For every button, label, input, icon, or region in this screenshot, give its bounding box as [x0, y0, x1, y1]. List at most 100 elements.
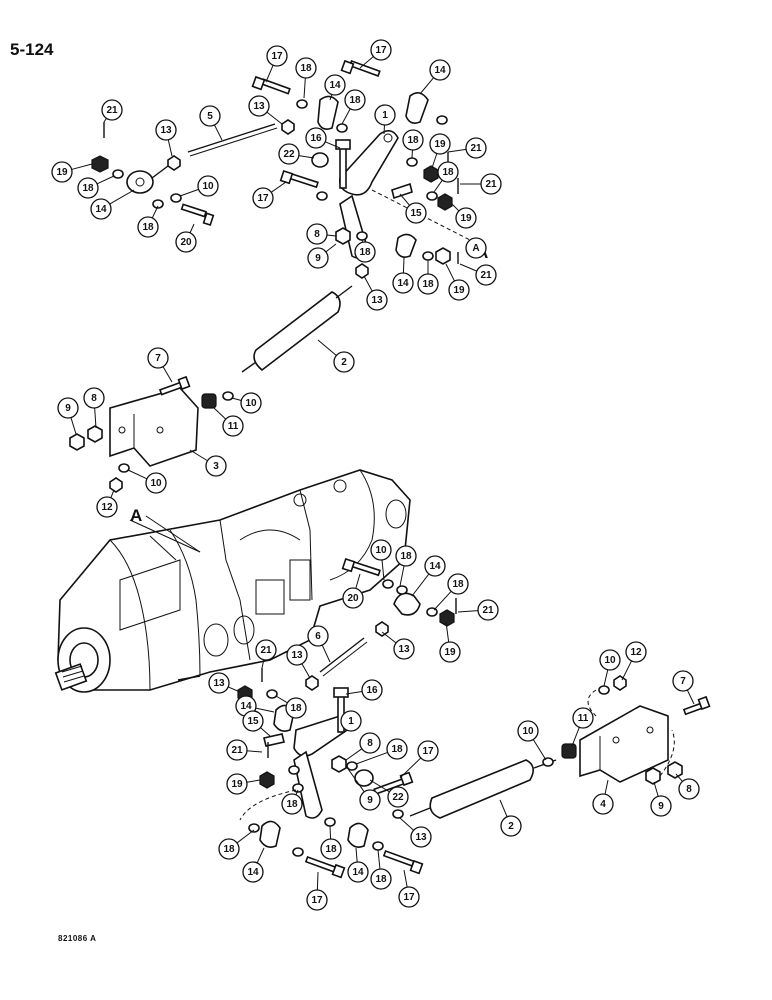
callout-leader — [236, 829, 255, 844]
callout-circle — [395, 545, 417, 567]
washer-22-upper — [311, 152, 329, 168]
callout-label: 14 — [329, 80, 341, 91]
callout-leader — [329, 825, 332, 840]
callout-8: 8 — [306, 223, 337, 245]
callout-8: 8 — [345, 732, 381, 761]
callout-circle — [480, 173, 502, 195]
callout-circle — [175, 231, 197, 253]
callout-circle — [359, 732, 381, 754]
callout-circle — [51, 161, 73, 183]
washer-10-right — [542, 757, 554, 767]
callout-10: 10 — [127, 469, 167, 494]
callout-19: 19 — [226, 773, 261, 795]
callout-label: 1 — [348, 716, 354, 727]
callout-label: 18 — [442, 167, 454, 178]
callout-leader — [403, 869, 408, 888]
callout-leader — [653, 781, 659, 797]
bracket-4-assembly — [542, 675, 711, 785]
callout-2: 2 — [317, 339, 355, 373]
callout-circle — [255, 639, 277, 661]
callout-21: 21 — [447, 137, 487, 159]
callout-circle — [324, 74, 346, 96]
callout-circle — [155, 119, 177, 141]
callout-13: 13 — [286, 644, 311, 679]
reference-a-lower: A — [130, 506, 142, 525]
callout-leader — [255, 707, 275, 713]
callout-circle — [424, 555, 446, 577]
callout-label: 16 — [366, 685, 378, 696]
callout-18: 18 — [402, 129, 424, 159]
callout-leader — [399, 193, 410, 206]
callout-label: 19 — [434, 139, 446, 150]
washer-18-left — [112, 169, 124, 179]
callout-label: 17 — [403, 892, 415, 903]
callout-label: 7 — [155, 353, 161, 364]
callout-15: 15 — [399, 193, 427, 224]
lower-linkage-assembly — [177, 558, 557, 879]
callout-label: 10 — [375, 545, 387, 556]
callout-label: 18 — [223, 844, 235, 855]
callout-circle — [398, 886, 420, 908]
callout-circle — [83, 387, 105, 409]
callout-label: 10 — [202, 181, 214, 192]
callout-label: 10 — [150, 478, 162, 489]
callout-label: 19 — [453, 285, 465, 296]
callout-8: 8 — [675, 773, 700, 800]
callout-circle — [242, 710, 264, 732]
callout-circle — [197, 175, 219, 197]
callout-circle — [242, 861, 264, 883]
callout-circle — [307, 625, 329, 647]
callout-label: 2 — [341, 357, 347, 368]
callout-label: 2 — [508, 821, 514, 832]
callout-circle — [226, 773, 248, 795]
callout-leader — [326, 234, 337, 237]
callout-circle — [374, 104, 396, 126]
callout-label: 10 — [604, 655, 616, 666]
callout-leader — [109, 189, 135, 205]
callout-circle — [281, 793, 303, 815]
callout-circle — [361, 679, 383, 701]
bolt-20 — [180, 203, 208, 218]
callout-16: 16 — [345, 679, 383, 701]
callout-label: 13 — [213, 678, 225, 689]
callout-leader — [499, 799, 508, 817]
callout-circle — [285, 697, 307, 719]
callout-circle — [500, 815, 522, 837]
callout-21: 21 — [255, 639, 277, 669]
callout-leader — [265, 65, 274, 83]
callout-leader — [189, 223, 195, 234]
callout-label: 14 — [95, 204, 107, 215]
callout-20: 20 — [342, 573, 364, 609]
nut-12-bracket — [109, 477, 123, 493]
callout-14: 14 — [90, 189, 135, 220]
callout-19: 19 — [439, 621, 461, 663]
callout-10: 10 — [599, 649, 621, 687]
callout-leader — [301, 663, 311, 679]
callout-22: 22 — [278, 143, 315, 165]
callout-circle — [305, 127, 327, 149]
callout-19: 19 — [51, 161, 93, 183]
callout-label: 14 — [240, 701, 252, 712]
callout-label: 19 — [444, 647, 456, 658]
washer-18-j — [426, 191, 438, 201]
cylinder-2-lower — [429, 759, 534, 819]
callout-leader — [431, 153, 438, 169]
callout-14: 14 — [411, 555, 446, 597]
callout-label: 19 — [56, 167, 68, 178]
washer-10-right-b — [598, 685, 610, 695]
callout-circle — [437, 161, 459, 183]
callout-leader — [316, 871, 319, 891]
callout-leader — [433, 591, 452, 611]
callout-label: 18 — [300, 63, 312, 74]
callout-circle — [393, 638, 415, 660]
callout-label: 22 — [392, 792, 404, 803]
callout-label: 13 — [291, 650, 303, 661]
pump-shaft — [54, 663, 88, 691]
callout-leader — [227, 686, 241, 693]
callout-circle — [392, 272, 414, 294]
callout-label: 18 — [142, 222, 154, 233]
callout-balloons: 1717181414211351318118162219211918141018… — [51, 39, 700, 911]
callout-circle — [286, 644, 308, 666]
callout-circle — [386, 738, 408, 760]
